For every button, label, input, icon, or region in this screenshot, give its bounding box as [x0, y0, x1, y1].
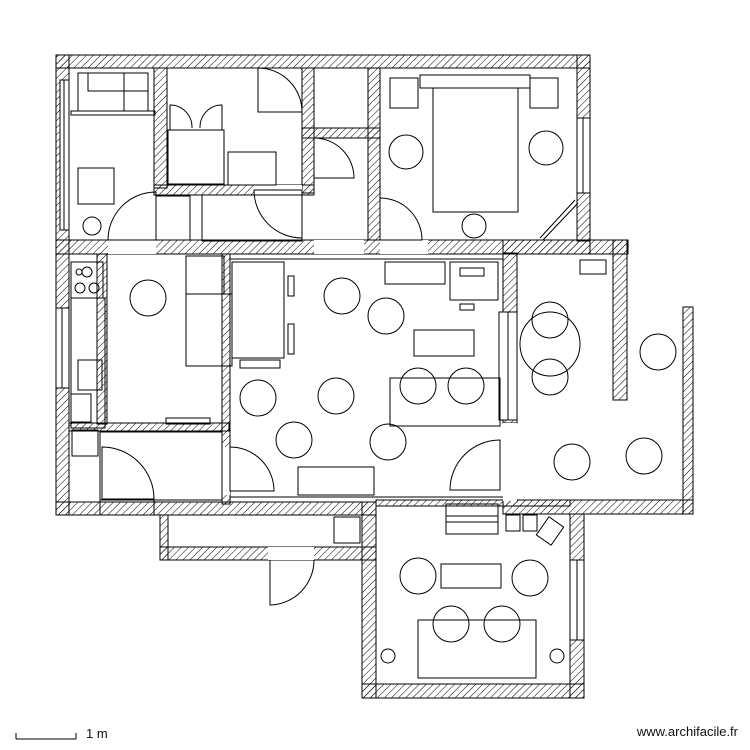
stool-lower-1 — [380, 648, 396, 664]
counter-kitchen — [70, 297, 106, 429]
washer-lower — [71, 429, 99, 457]
chair-lower-1 — [399, 557, 437, 595]
wall-annex-right-short — [612, 239, 628, 401]
sideboard-living — [297, 466, 375, 496]
sofa-lower — [417, 619, 537, 679]
wall-lower-bottom — [361, 683, 585, 699]
cabinet-living — [449, 261, 499, 301]
stool-bedroom-3 — [461, 213, 487, 239]
table-lower — [440, 563, 502, 589]
windows — [55, 79, 591, 641]
wall-divider-3 — [367, 67, 381, 241]
furniture — [70, 72, 677, 679]
door-annex-swing — [449, 439, 501, 491]
fridge — [70, 393, 92, 423]
door-bathroom-swing — [107, 191, 157, 241]
watermark-text: www.archifacile.fr — [636, 724, 738, 739]
chair-living-6 — [369, 423, 407, 461]
chair-annex-1 — [639, 333, 677, 371]
tv-lower — [445, 503, 499, 535]
chair-lower-2 — [511, 559, 549, 597]
chair-annex-3 — [625, 437, 663, 475]
door-corridor-swing — [269, 559, 315, 606]
cabinet-small-1 — [167, 129, 225, 185]
cabinet-small-2 — [201, 194, 303, 242]
door-bedroom-swing — [379, 197, 423, 241]
round-table-annex — [519, 311, 581, 377]
stool-lower-2 — [549, 648, 565, 664]
cupboard-tall — [185, 255, 225, 295]
desk-small — [227, 151, 277, 186]
chair-living-4 — [317, 377, 355, 415]
tv-unit — [384, 261, 446, 285]
chair-living-3 — [239, 379, 277, 417]
door-wc-swing — [253, 189, 303, 239]
wall-annex-right — [682, 306, 694, 515]
wall-closet-horizontal — [301, 127, 381, 139]
stool-bedroom-1 — [388, 134, 424, 170]
wall-lower-top-right — [375, 499, 571, 507]
door-double-swing-2 — [199, 104, 223, 130]
door-closet-swing — [313, 137, 355, 179]
chest-lower — [505, 514, 521, 532]
chair-living-5 — [275, 421, 313, 459]
corridor-cabinet — [333, 516, 361, 544]
entry-cabinet — [99, 431, 223, 501]
shelf-tiny — [165, 417, 211, 425]
door-entry-swing — [101, 446, 155, 500]
wall-corridor-left — [159, 514, 169, 561]
wall-divider-1 — [153, 67, 168, 189]
scale-bar — [15, 733, 77, 740]
small-box-annex — [579, 259, 607, 275]
toilet — [82, 216, 102, 236]
washing-machine — [77, 167, 115, 205]
bookshelf-living — [231, 261, 285, 359]
coffee-table — [413, 329, 475, 357]
cabinet-bath — [155, 195, 191, 241]
wall-top-outer — [55, 54, 591, 69]
door-annex-diagonal — [539, 199, 579, 241]
wall-bottom-left — [55, 501, 377, 516]
chair-dining-1 — [129, 279, 167, 317]
wall-living-left — [221, 253, 231, 505]
stool-bedroom-2 — [528, 130, 564, 166]
chair-living-1 — [323, 277, 361, 315]
door-living-swing — [229, 446, 275, 492]
nightstand-left — [389, 77, 419, 109]
scale-label: 1 m — [86, 726, 108, 741]
nightstand-right — [529, 77, 559, 109]
walls — [55, 54, 694, 699]
chair-living-2 — [367, 297, 405, 335]
wall-lower-left — [361, 501, 377, 699]
door-hall-swing — [257, 67, 303, 113]
bed — [432, 87, 519, 213]
bath-tub — [70, 110, 156, 116]
sofa-living — [389, 377, 501, 427]
door-double-swing-1 — [169, 104, 193, 130]
sink — [77, 359, 103, 391]
chair-annex-2 — [553, 443, 591, 481]
